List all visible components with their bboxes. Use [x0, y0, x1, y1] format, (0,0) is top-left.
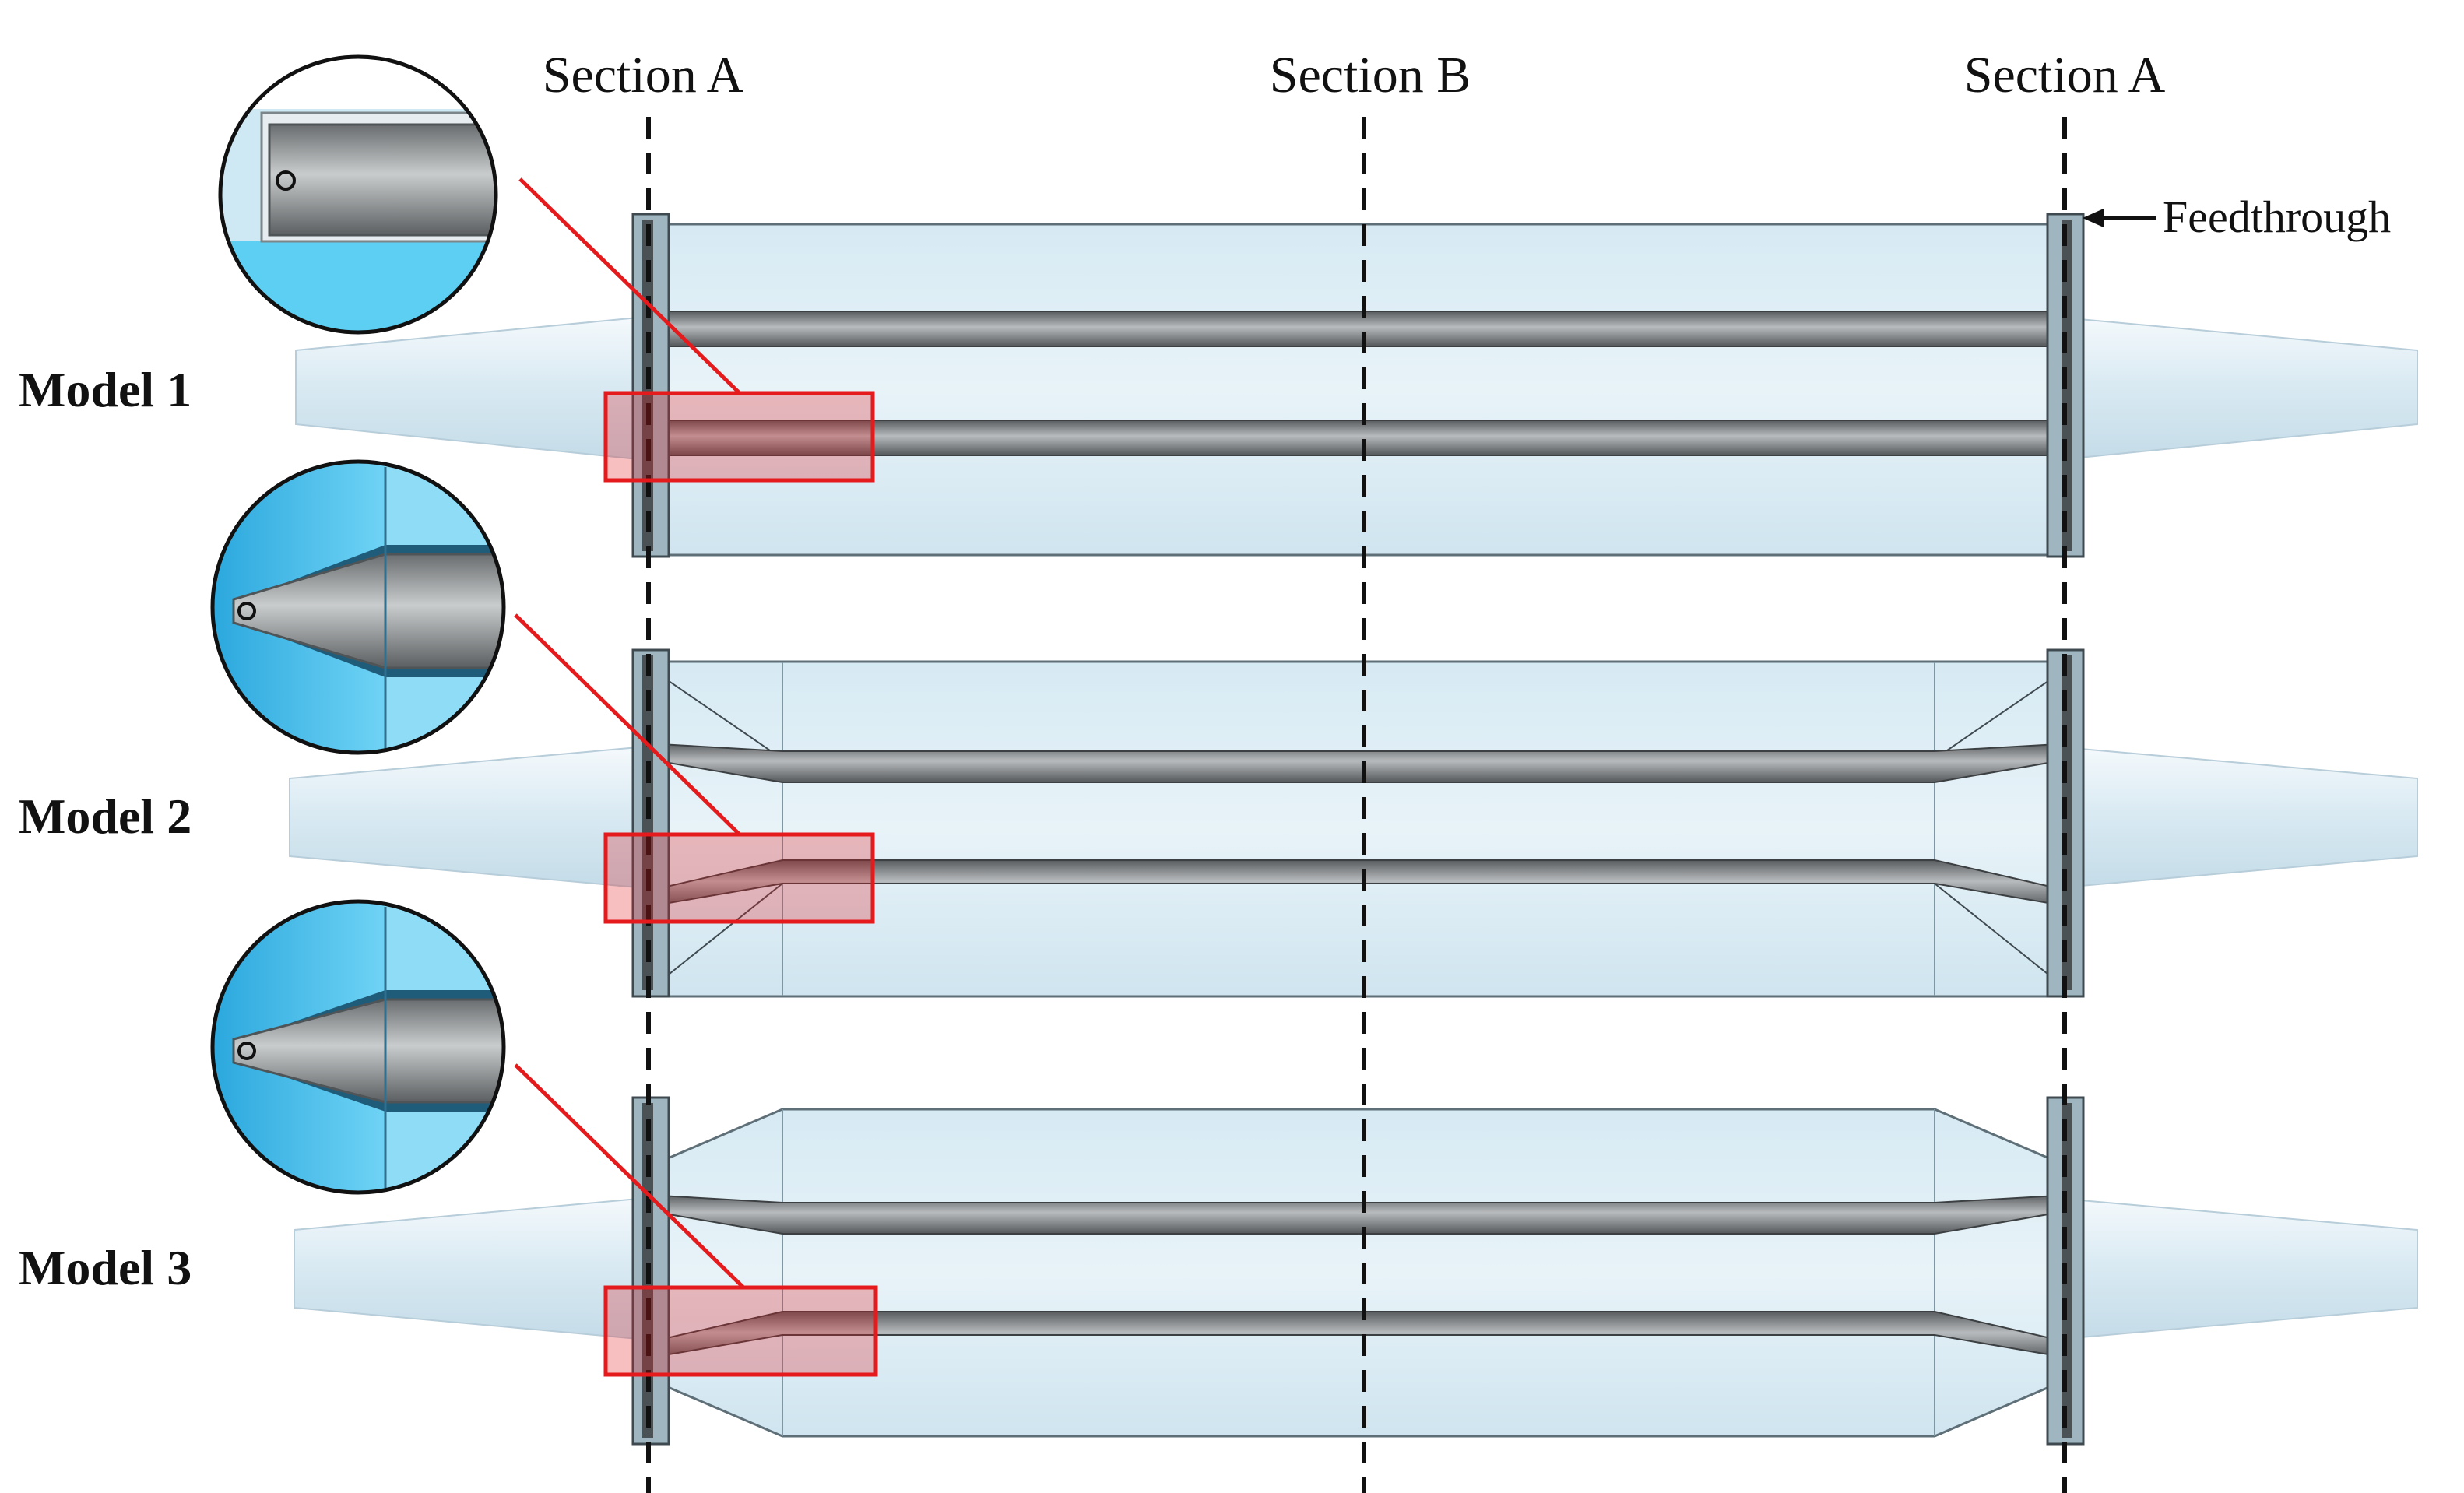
model-2-tube [641, 660, 2076, 998]
model-2-highlight-box [603, 832, 875, 924]
section-a-right-label: Section A [1964, 47, 2166, 104]
model-2-zoom-hole-icon [237, 602, 256, 620]
model-3-left-horn [294, 1197, 639, 1340]
feedthrough-arrow [2083, 209, 2156, 227]
feedthrough-label: Feedthrough [2163, 191, 2391, 242]
model-2-right-horn [2062, 746, 2418, 889]
model-2-geometry [289, 648, 2418, 998]
model-1-highlight-box [603, 391, 875, 483]
model-3-label: Model 3 [19, 1240, 192, 1295]
model-1-right-horn [2062, 316, 2418, 461]
model-2-left-horn [289, 746, 639, 889]
model-2-leader-line [514, 613, 741, 836]
model-3-zoom-circle [210, 899, 506, 1195]
model-3-geometry [294, 1096, 2418, 1446]
model-1-zoom-circle [218, 54, 498, 335]
highlight-boxes [603, 391, 878, 1377]
model-2-label: Model 2 [19, 789, 192, 844]
section-lines [646, 117, 2067, 1493]
model-1-zoom-hole-icon [276, 170, 296, 191]
model-3-right-horn [2062, 1197, 2418, 1340]
leader-lines [514, 177, 745, 1289]
model-3-zoom-hole-icon [237, 1042, 256, 1060]
model-1-leader-line [518, 177, 741, 395]
model-1-tube [641, 223, 2076, 557]
model-3-leader-line [514, 1063, 745, 1289]
section-b-label: Section B [1270, 47, 1471, 104]
arrow-left-icon [2083, 209, 2104, 227]
model-3-tube [645, 1108, 2072, 1438]
section-a-left-label: Section A [543, 47, 744, 104]
model-1-upper-electrode [645, 311, 2072, 347]
model-1-label: Model 1 [19, 362, 192, 417]
model-1-left-horn [295, 316, 639, 461]
model-1-geometry [295, 213, 2418, 558]
model-2-zoom-circle [210, 459, 506, 755]
model-3-highlight-box [603, 1285, 878, 1377]
